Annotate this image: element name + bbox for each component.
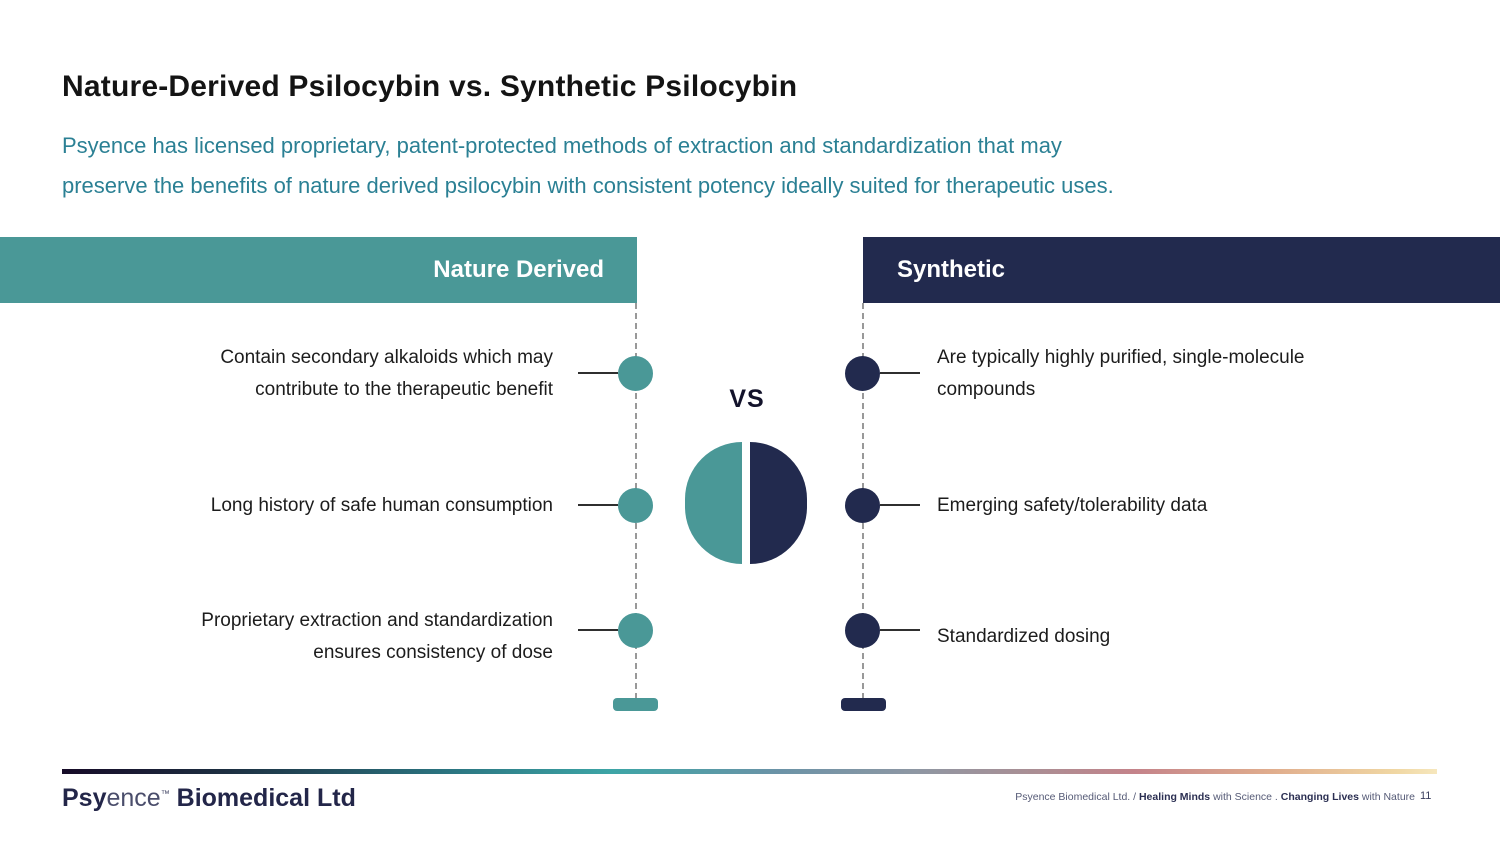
nature-item-1: Contain secondary alkaloids which may co… [53,342,553,406]
synthetic-dot-3 [845,613,880,648]
nature-item-1-line-2: contribute to the therapeutic benefit [255,379,553,400]
page-number: 11 [1420,790,1432,802]
nature-connector-3 [578,629,618,631]
synthetic-banner-label: Synthetic [897,256,1006,283]
nature-end-bar [613,698,658,711]
nature-item-1-line-1: Contain secondary alkaloids which may [220,347,553,368]
tagline-changing-lives: Changing Lives [1280,791,1359,803]
logo-psy: Psy [62,784,107,812]
vs-label: VS [729,385,765,413]
page-title: Nature-Derived Psilocybin vs. Synthetic … [62,70,798,103]
logo-ence: ence [106,784,161,812]
synthetic-connector-2 [880,504,920,506]
synthetic-dot-2 [845,488,880,523]
nature-item-2: Long history of safe human consumption [53,490,553,522]
synthetic-item-1-line-2: compounds [937,379,1036,400]
synthetic-item-2-line-1: Emerging safety/tolerability data [937,495,1208,516]
synthetic-item-2: Emerging safety/tolerability data [937,490,1417,522]
synthetic-item-1: Are typically highly purified, single-mo… [937,342,1417,406]
nature-derived-banner: Nature Derived [0,237,637,303]
tagline-healing-minds: Healing Minds [1138,791,1211,803]
footer-gradient-divider [62,769,1437,774]
synthetic-item-3: Standardized dosing [937,621,1417,653]
vs-circle-teal-half [685,442,742,564]
nature-dot-1 [618,356,653,391]
vs-split-circle-icon [685,442,807,564]
footer-tagline: Psyence Biomedical Ltd. / Healing Minds … [1015,791,1415,803]
nature-dot-2 [618,488,653,523]
nature-item-2-line-1: Long history of safe human consumption [210,495,553,516]
nature-connector-2 [578,504,618,506]
nature-item-3-line-2: ensures consistency of dose [313,642,553,663]
nature-derived-banner-label: Nature Derived [433,256,604,283]
tagline-with-science: with Science . [1210,791,1281,803]
nature-item-3-line-1: Proprietary extraction and standardizati… [201,610,553,631]
subtitle: Psyence has licensed proprietary, patent… [62,126,1114,206]
synthetic-connector-1 [880,372,920,374]
synthetic-banner: Synthetic [863,237,1500,303]
subtitle-line-1: Psyence has licensed proprietary, patent… [62,133,1062,158]
subtitle-line-2: preserve the benefits of nature derived … [62,173,1114,198]
nature-dot-3 [618,613,653,648]
nature-item-3: Proprietary extraction and standardizati… [53,605,553,669]
vs-circle-navy-half [750,442,807,564]
synthetic-item-1-line-1: Are typically highly purified, single-mo… [937,347,1305,368]
logo-biomedical-ltd: Biomedical Ltd [169,784,356,812]
nature-connector-1 [578,372,618,374]
logo-trademark: ™ [160,788,170,799]
tagline-company: Psyence Biomedical Ltd. / [1015,791,1139,803]
synthetic-end-bar [841,698,886,711]
synthetic-connector-3 [880,629,920,631]
synthetic-item-3-line-1: Standardized dosing [937,626,1111,647]
company-logo: Psyence™ Biomedical Ltd [62,784,356,813]
tagline-with-nature: with Nature [1358,791,1415,803]
synthetic-dot-1 [845,356,880,391]
